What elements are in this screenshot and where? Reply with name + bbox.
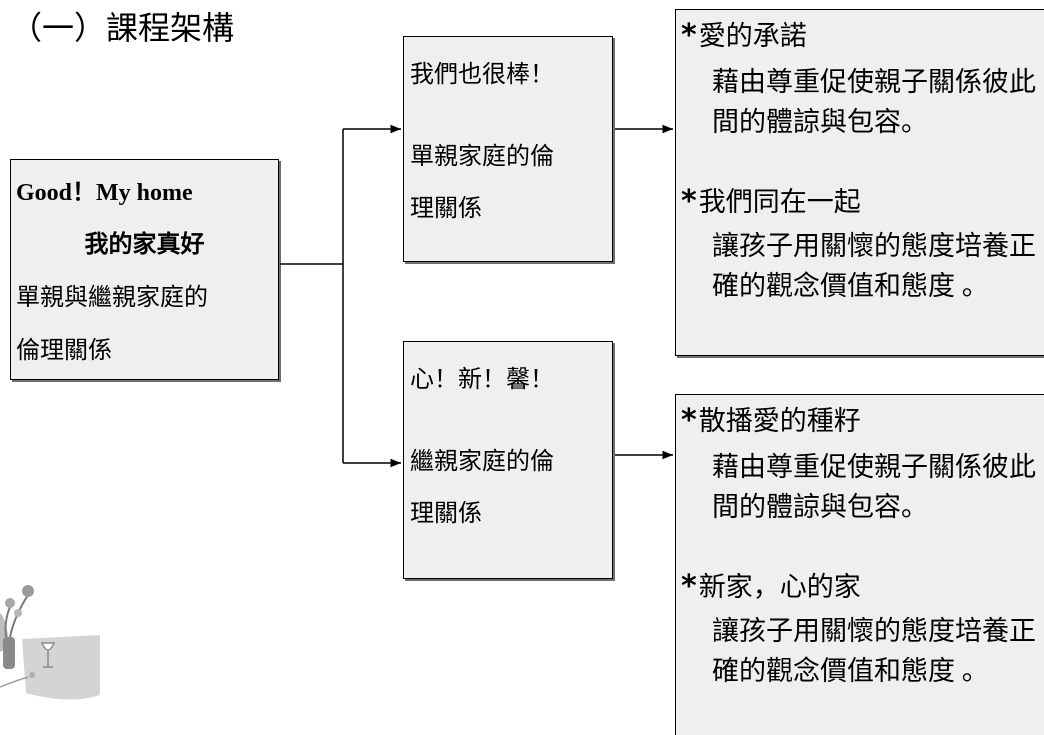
activity-title: 新家，心的家	[698, 572, 861, 603]
root-node: Good！My home 我的家真好 單親與繼親家庭的 倫理關係	[10, 159, 279, 380]
activity-text: 藉由尊重促使親子關係彼此間的體諒與包容。	[712, 452, 1036, 522]
activity-text: 讓孩子用關懷的態度培養正確的觀念價值和態度 。	[712, 231, 1036, 301]
activity-title: 我們同在一起	[698, 187, 861, 218]
activity-heading: *新家，心的家	[681, 565, 861, 604]
activity-heading: *愛的承諾	[681, 14, 807, 53]
branch-desc-line2: 理關係	[410, 194, 482, 222]
root-title-zh: 我的家真好	[84, 230, 205, 258]
root-title-en: Good！My home	[16, 180, 193, 206]
asterisk-icon: *	[681, 18, 697, 53]
branch-node-single-parent: 我們也很棒！ 單親家庭的倫 理關係	[403, 36, 613, 262]
flower-vase-clipart	[0, 585, 100, 700]
activity-heading: *散播愛的種籽	[681, 399, 861, 438]
page-title: （一）課程架構	[10, 9, 235, 47]
branch-node-step-family: 心！新！馨！ 繼親家庭的倫 理關係	[403, 341, 613, 579]
activity-text: 藉由尊重促使親子關係彼此間的體諒與包容。	[712, 67, 1036, 137]
asterisk-icon: *	[681, 184, 697, 219]
activity-title: 愛的承諾	[698, 21, 807, 52]
asterisk-icon: *	[681, 403, 697, 438]
root-desc-line1: 單親與繼親家庭的	[16, 283, 208, 311]
activity-title: 散播愛的種籽	[698, 406, 861, 437]
branch-desc-line2: 理關係	[410, 499, 482, 527]
branch-desc-line1: 單親家庭的倫	[410, 142, 554, 170]
activity-box-1: *愛的承諾 藉由尊重促使親子關係彼此間的體諒與包容。 *我們同在一起 讓孩子用關…	[675, 9, 1044, 356]
activity-heading: *我們同在一起	[681, 180, 861, 219]
activity-text: 讓孩子用關懷的態度培養正確的觀念價值和態度 。	[712, 616, 1036, 686]
root-desc-line2: 倫理關係	[16, 336, 112, 364]
branch-desc-line1: 繼親家庭的倫	[410, 447, 554, 475]
activity-box-2: *散播愛的種籽 藉由尊重促使親子關係彼此間的體諒與包容。 *新家，心的家 讓孩子…	[675, 394, 1044, 735]
branch-name: 我們也很棒！	[410, 60, 554, 88]
branch-name: 心！新！馨！	[410, 365, 554, 393]
asterisk-icon: *	[681, 569, 697, 604]
